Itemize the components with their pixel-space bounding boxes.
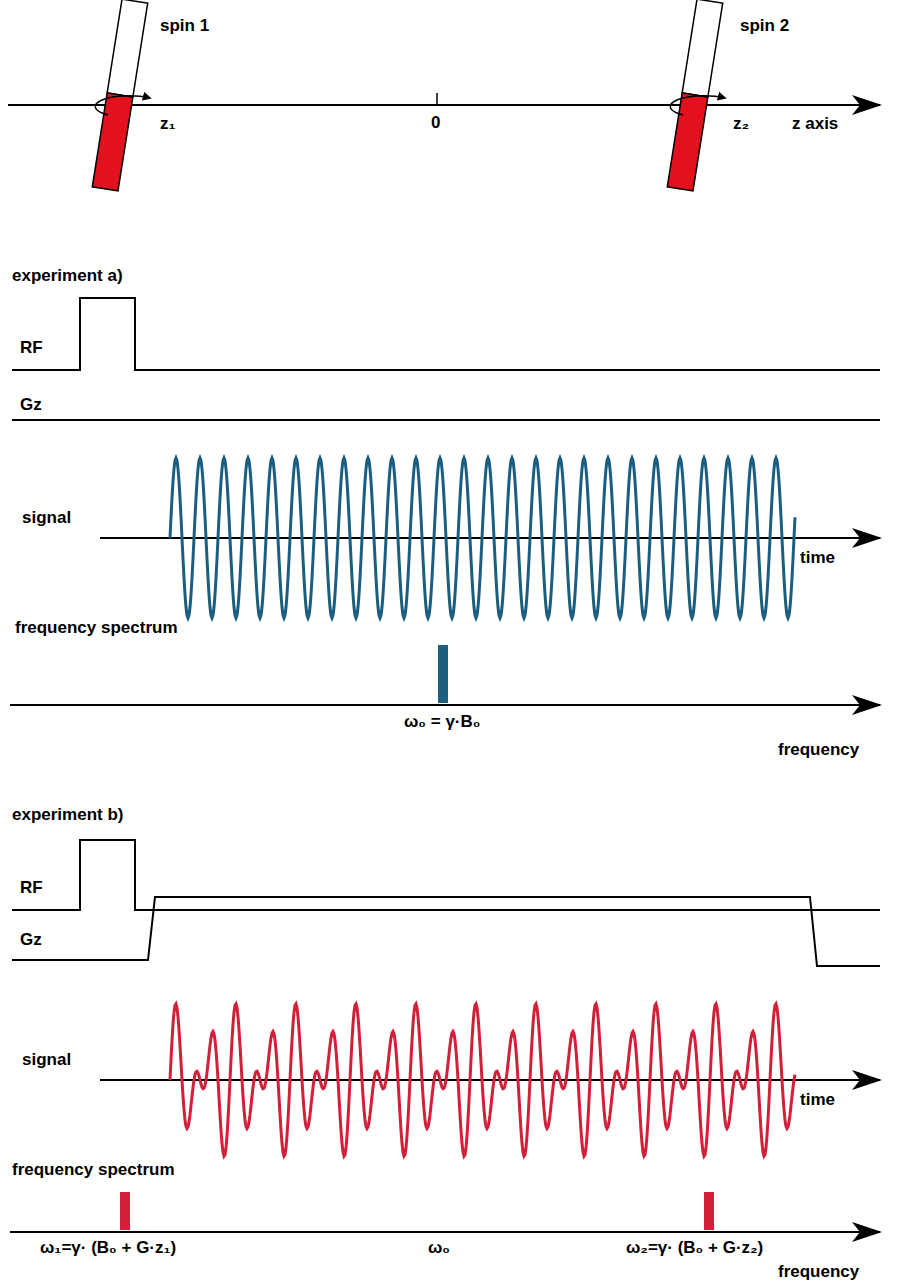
rotation-arrow <box>95 96 150 115</box>
signal-wave <box>170 458 795 618</box>
signal-wave <box>170 1004 795 1156</box>
axis-tick <box>436 93 438 105</box>
text-label: ω₀ <box>428 1238 450 1258</box>
text-label: experiment b) <box>12 805 123 825</box>
frequency-axis <box>10 704 880 706</box>
rotation-arrow <box>670 96 725 115</box>
text-label: ω₂=γ· (B₀ + G·z₂) <box>626 1238 763 1258</box>
text-label: ω₁=γ· (B₀ + G·z₁) <box>40 1238 176 1258</box>
rf-pulse <box>12 840 880 910</box>
text-label: signal <box>22 1050 71 1070</box>
text-label: frequency <box>778 740 859 760</box>
text-label: z₂ <box>733 114 749 134</box>
text-label: RF <box>20 878 43 898</box>
gradient-pulse <box>12 897 880 966</box>
text-label: signal <box>22 508 71 528</box>
text-label: frequency spectrum <box>12 1160 175 1180</box>
spectrum-peak <box>704 1192 714 1230</box>
spectrum-peak <box>120 1192 130 1230</box>
text-label: Gz <box>20 930 42 950</box>
frequency-axis <box>10 1231 880 1233</box>
text-label: experiment a) <box>12 266 123 286</box>
text-label: z₁ <box>160 114 176 134</box>
text-label: spin 2 <box>740 16 789 36</box>
text-label: time <box>800 1090 835 1110</box>
text-label: ω₀ = γ·B₀ <box>404 712 480 732</box>
z-axis <box>8 104 880 106</box>
text-label: 0 <box>431 113 440 133</box>
gradient-line <box>12 419 880 421</box>
text-label: Gz <box>20 395 42 415</box>
spectrum-peak <box>438 645 448 703</box>
text-label: time <box>800 548 835 568</box>
text-label: frequency <box>778 1262 859 1282</box>
text-label: frequency spectrum <box>15 618 178 638</box>
text-label: z axis <box>792 114 838 134</box>
text-label: RF <box>20 338 43 358</box>
rf-pulse <box>12 298 880 370</box>
text-label: spin 1 <box>160 16 209 36</box>
